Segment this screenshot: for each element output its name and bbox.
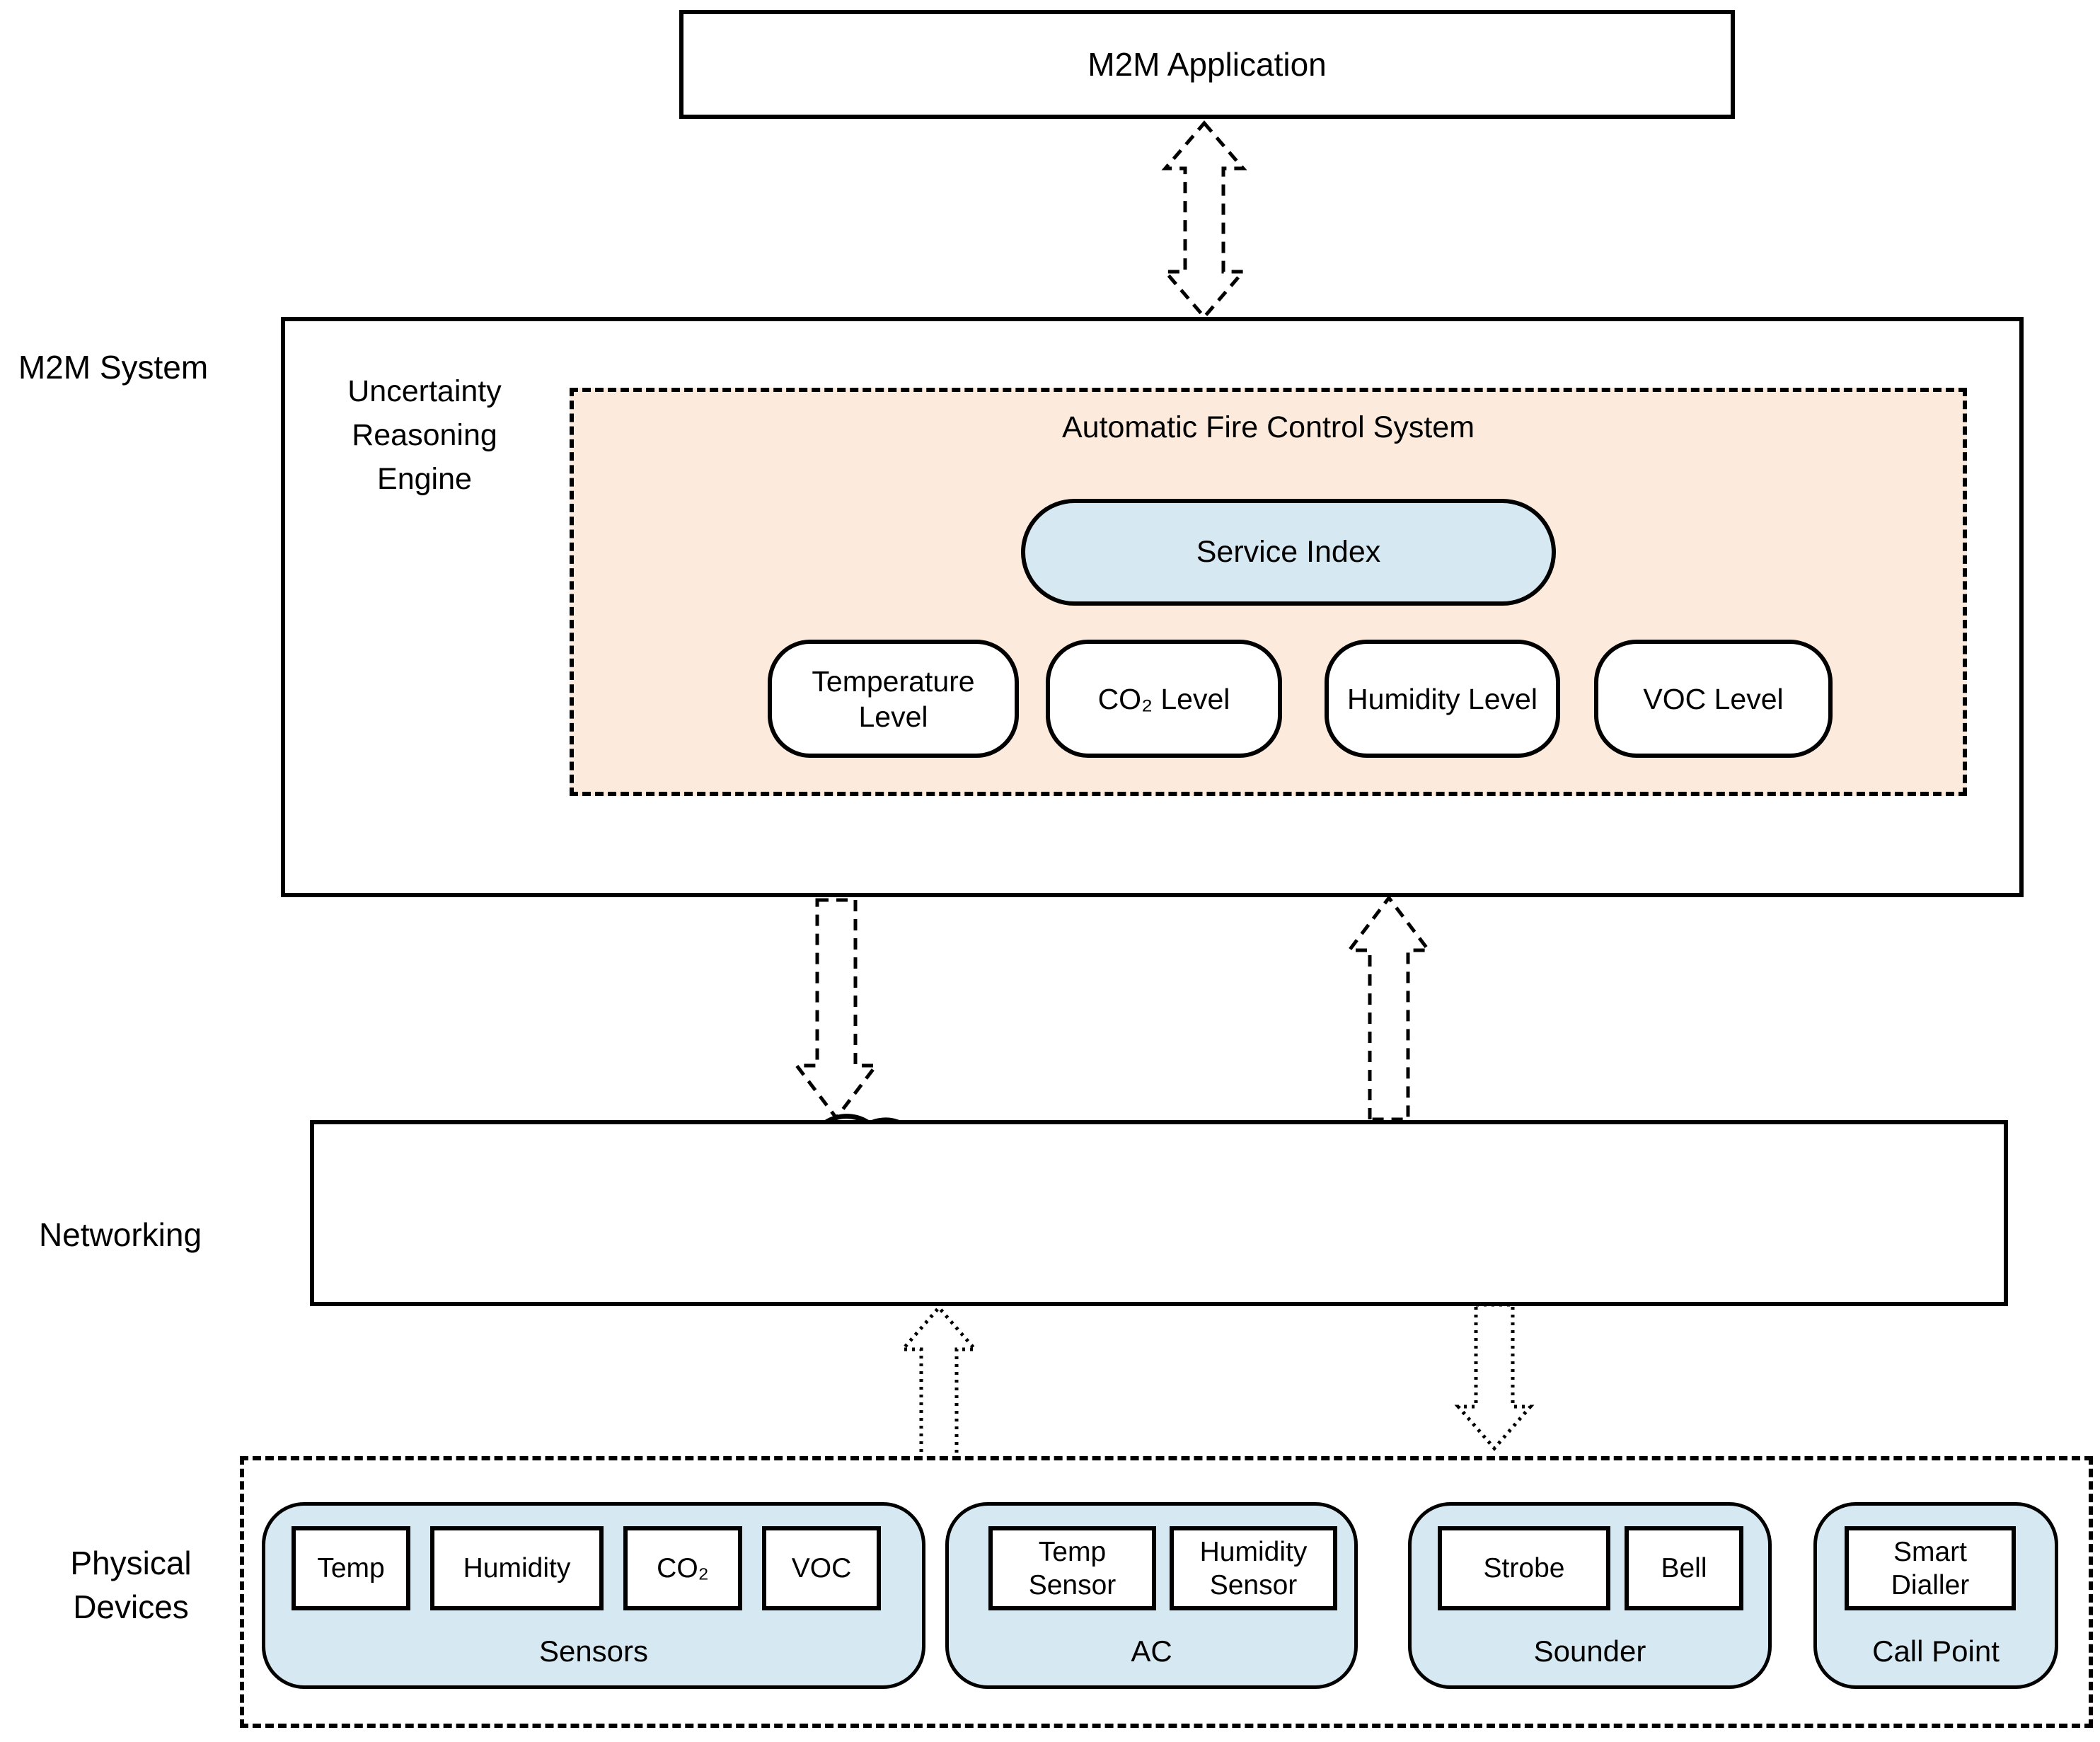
temp-device-label: Temp (317, 1553, 385, 1584)
temp-sensor-device-label: Temp Sensor (1028, 1536, 1117, 1600)
bell-device-box: Bell (1625, 1526, 1743, 1610)
temp-device-box: Temp (292, 1526, 410, 1610)
networking-box (310, 1120, 2008, 1306)
co2-level-node: CO₂ Level (1046, 640, 1282, 758)
m2m-system-label: M2M System (18, 349, 209, 386)
up-arrow-devices-to-networking (899, 1305, 979, 1462)
smart-dialler-device-box: Smart Dialler (1845, 1526, 2016, 1610)
humidity-sensor-device-box: Humidity Sensor (1170, 1526, 1337, 1610)
co2-device-box: CO₂ (623, 1526, 742, 1610)
ac-group-label: AC (1131, 1634, 1172, 1668)
strobe-device-box: Strobe (1438, 1526, 1610, 1610)
afcs-title: Automatic Fire Control System (1061, 410, 1475, 444)
temp-sensor-device-box: Temp Sensor (988, 1526, 1156, 1610)
networking-label: Networking (38, 1216, 202, 1253)
bell-device-label: Bell (1661, 1553, 1707, 1584)
temperature-level-node: Temperature Level (768, 640, 1019, 758)
voc-device-box: VOC (762, 1526, 881, 1610)
humidity-level-node: Humidity Level (1325, 640, 1560, 758)
up-arrow-networking-to-system (1345, 894, 1433, 1121)
service-index-node: Service Index (1021, 499, 1556, 606)
down-arrow-system-to-networking (792, 898, 880, 1121)
sensors-group-label: Sensors (538, 1634, 649, 1668)
m2m-application-box: M2M Application (679, 10, 1735, 119)
temperature-level-label: Temperature Level (812, 664, 975, 733)
voc-level-label: VOC Level (1643, 682, 1784, 715)
double-arrow-app-system (1161, 120, 1247, 320)
humidity-device-label: Humidity (463, 1553, 571, 1584)
humidity-sensor-device-label: Humidity Sensor (1199, 1536, 1308, 1600)
m2m-application-label: M2M Application (1088, 46, 1327, 83)
uncertainty-reasoning-engine-label: Uncertainty Reasoning Engine (347, 374, 502, 496)
voc-device-label: VOC (791, 1553, 852, 1584)
humidity-device-box: Humidity (430, 1526, 604, 1610)
humidity-level-label: Humidity Level (1347, 682, 1538, 715)
co2-level-label: CO₂ Level (1097, 682, 1230, 715)
service-index-label: Service Index (1196, 535, 1381, 569)
co2-device-label: CO₂ (657, 1553, 709, 1584)
strobe-device-label: Strobe (1483, 1553, 1565, 1584)
down-arrow-networking-to-devices (1454, 1303, 1535, 1451)
physical-devices-label: Physical Devices (70, 1545, 192, 1625)
smart-dialler-device-label: Smart Dialler (1891, 1536, 1970, 1600)
call-point-group-label: Call Point (1872, 1634, 2000, 1668)
voc-level-node: VOC Level (1594, 640, 1833, 758)
sounder-group-label: Sounder (1533, 1634, 1646, 1668)
